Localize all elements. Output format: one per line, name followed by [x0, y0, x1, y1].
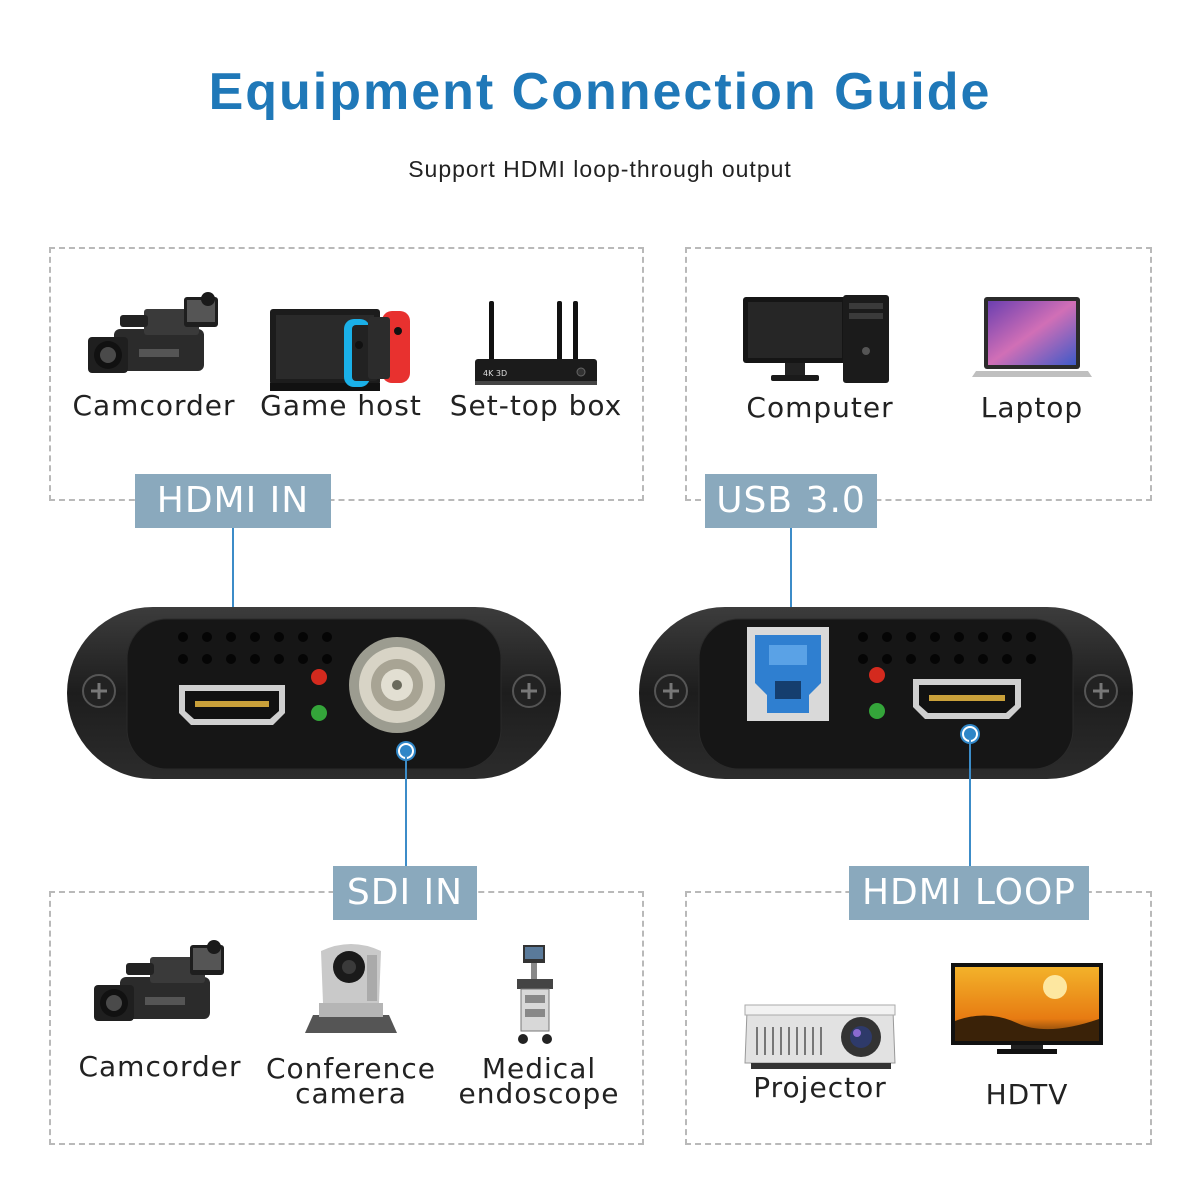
device-label: Set-top box [449, 389, 623, 422]
device-label: Game host [260, 389, 422, 422]
sdi-bnc-port-icon [349, 637, 445, 733]
sdi-in-sources-box: Camcorder Conference camera Medical endo… [49, 891, 644, 1145]
right-screw-icon [1084, 674, 1118, 708]
product-badge: 4K 3D [483, 369, 507, 378]
usb-tag: USB 3.0 [705, 474, 877, 528]
hdmi-loop-tag: HDMI LOOP [849, 866, 1089, 920]
ptz-camera-icon [305, 944, 397, 1033]
device-hdtv: HDTV [937, 953, 1117, 1109]
led-red-icon [869, 667, 885, 683]
device-label: Camcorder [72, 389, 236, 422]
hdmi-loop-port-icon [913, 679, 1021, 719]
device-label-line1: Medical [481, 1052, 597, 1085]
hdmi-loop-displays-box: Projector HDTV [685, 891, 1152, 1145]
tv-icon [951, 963, 1103, 1054]
page-title: Equipment Connection Guide [208, 63, 992, 121]
device-label: Camcorder [78, 1050, 242, 1083]
led-green-icon [311, 705, 327, 721]
laptop-icon [972, 297, 1092, 377]
hdmi-in-sources-box: Camcorder Game host 4K 3D Set-top box [49, 247, 644, 501]
usb-b-port-icon [747, 627, 829, 721]
camcorder-icon [88, 292, 218, 373]
hdmi-in-tag: HDMI IN [135, 474, 331, 528]
medical-cart-icon [517, 945, 553, 1044]
device-label: Projector [753, 1071, 887, 1104]
device-label-line1: Conference [265, 1052, 436, 1085]
projector-icon [744, 1004, 896, 1069]
left-screw-icon [82, 674, 116, 708]
usb-connector-line [790, 528, 792, 618]
device-computer: Computer [717, 289, 923, 424]
hdmi-in-port-icon [179, 685, 285, 725]
device-output-panel [639, 607, 1133, 779]
camcorder-icon [94, 940, 224, 1021]
device-label: Computer [746, 391, 894, 424]
desktop-computer-icon [743, 295, 889, 383]
device-game-host: Game host [251, 289, 431, 422]
sdi-in-tag: SDI IN [333, 866, 477, 920]
hdmi-in-connector-line [232, 528, 234, 668]
device-label-line2: camera [295, 1077, 407, 1110]
device-label: HDTV [985, 1078, 1069, 1111]
device-set-top-box: 4K 3D Set-top box [441, 289, 631, 422]
router-box-icon: 4K 3D [475, 301, 597, 385]
sdi-connector-line [405, 755, 407, 867]
device-medical-endoscope: Medical endoscope [449, 937, 629, 1110]
right-screw-icon [512, 674, 546, 708]
device-input-panel [67, 607, 561, 779]
page-subtitle: Support HDMI loop-through output [408, 156, 792, 182]
usb-hosts-box: Computer Laptop [685, 247, 1152, 501]
led-red-icon [311, 669, 327, 685]
led-green-icon [869, 703, 885, 719]
device-projector: Projector [717, 953, 923, 1103]
device-conference-camera: Conference camera [261, 937, 441, 1110]
device-camcorder: Camcorder [59, 289, 249, 422]
device-laptop: Laptop [937, 289, 1127, 424]
device-label-line2: endoscope [458, 1077, 620, 1110]
device-camcorder: Camcorder [65, 937, 255, 1087]
left-screw-icon [654, 674, 688, 708]
game-console-icon [270, 309, 410, 391]
hdmi-loop-connector-line [969, 738, 971, 866]
device-label: Laptop [980, 391, 1084, 424]
